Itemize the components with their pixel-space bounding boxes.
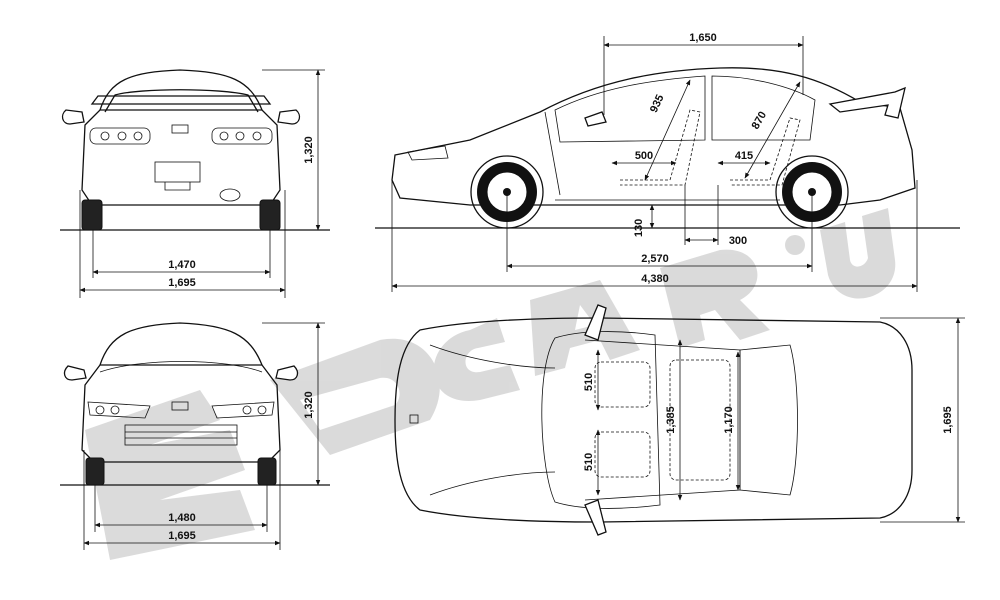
side-view: 1,650 935 870 500 415 130 300 2,570 4,38… xyxy=(375,32,960,292)
front-legroom-label: 500 xyxy=(635,150,653,162)
front-height-label: 1,320 xyxy=(303,391,315,419)
top-view: 510 510 1,385 1,170 1,695 xyxy=(394,304,965,536)
front-overall-width-label: 1,695 xyxy=(168,530,196,542)
front-view: 1,480 1,695 1,320 xyxy=(60,322,330,550)
front-headroom-label: 935 xyxy=(648,93,667,115)
rear-overall-width-label: 1,695 xyxy=(168,277,196,289)
seat-offset-label: 300 xyxy=(729,235,747,247)
rear-shoulder-label: 1,170 xyxy=(723,406,735,434)
roof-length-label: 1,650 xyxy=(689,32,717,44)
ground-clearance-label: 130 xyxy=(633,219,645,237)
front-shoulder-label: 1,385 xyxy=(665,406,677,434)
overall-length-label: 4,380 xyxy=(641,273,669,285)
watermark-logo xyxy=(85,208,896,560)
top-overall-width-label: 1,695 xyxy=(942,406,954,434)
rear-legroom-label: 415 xyxy=(735,150,753,162)
rear-height-label: 1,320 xyxy=(303,136,315,164)
wheelbase-label: 2,570 xyxy=(641,253,669,265)
front-track-width-label: 1,480 xyxy=(168,512,196,524)
rear-headroom-label: 870 xyxy=(750,110,770,132)
front-seat-width-label: 510 xyxy=(583,373,595,391)
rear-view: 1,470 1,695 1,320 xyxy=(60,69,330,298)
rear-seat-width-label: 510 xyxy=(583,453,595,471)
rear-track-width-label: 1,470 xyxy=(168,259,196,271)
